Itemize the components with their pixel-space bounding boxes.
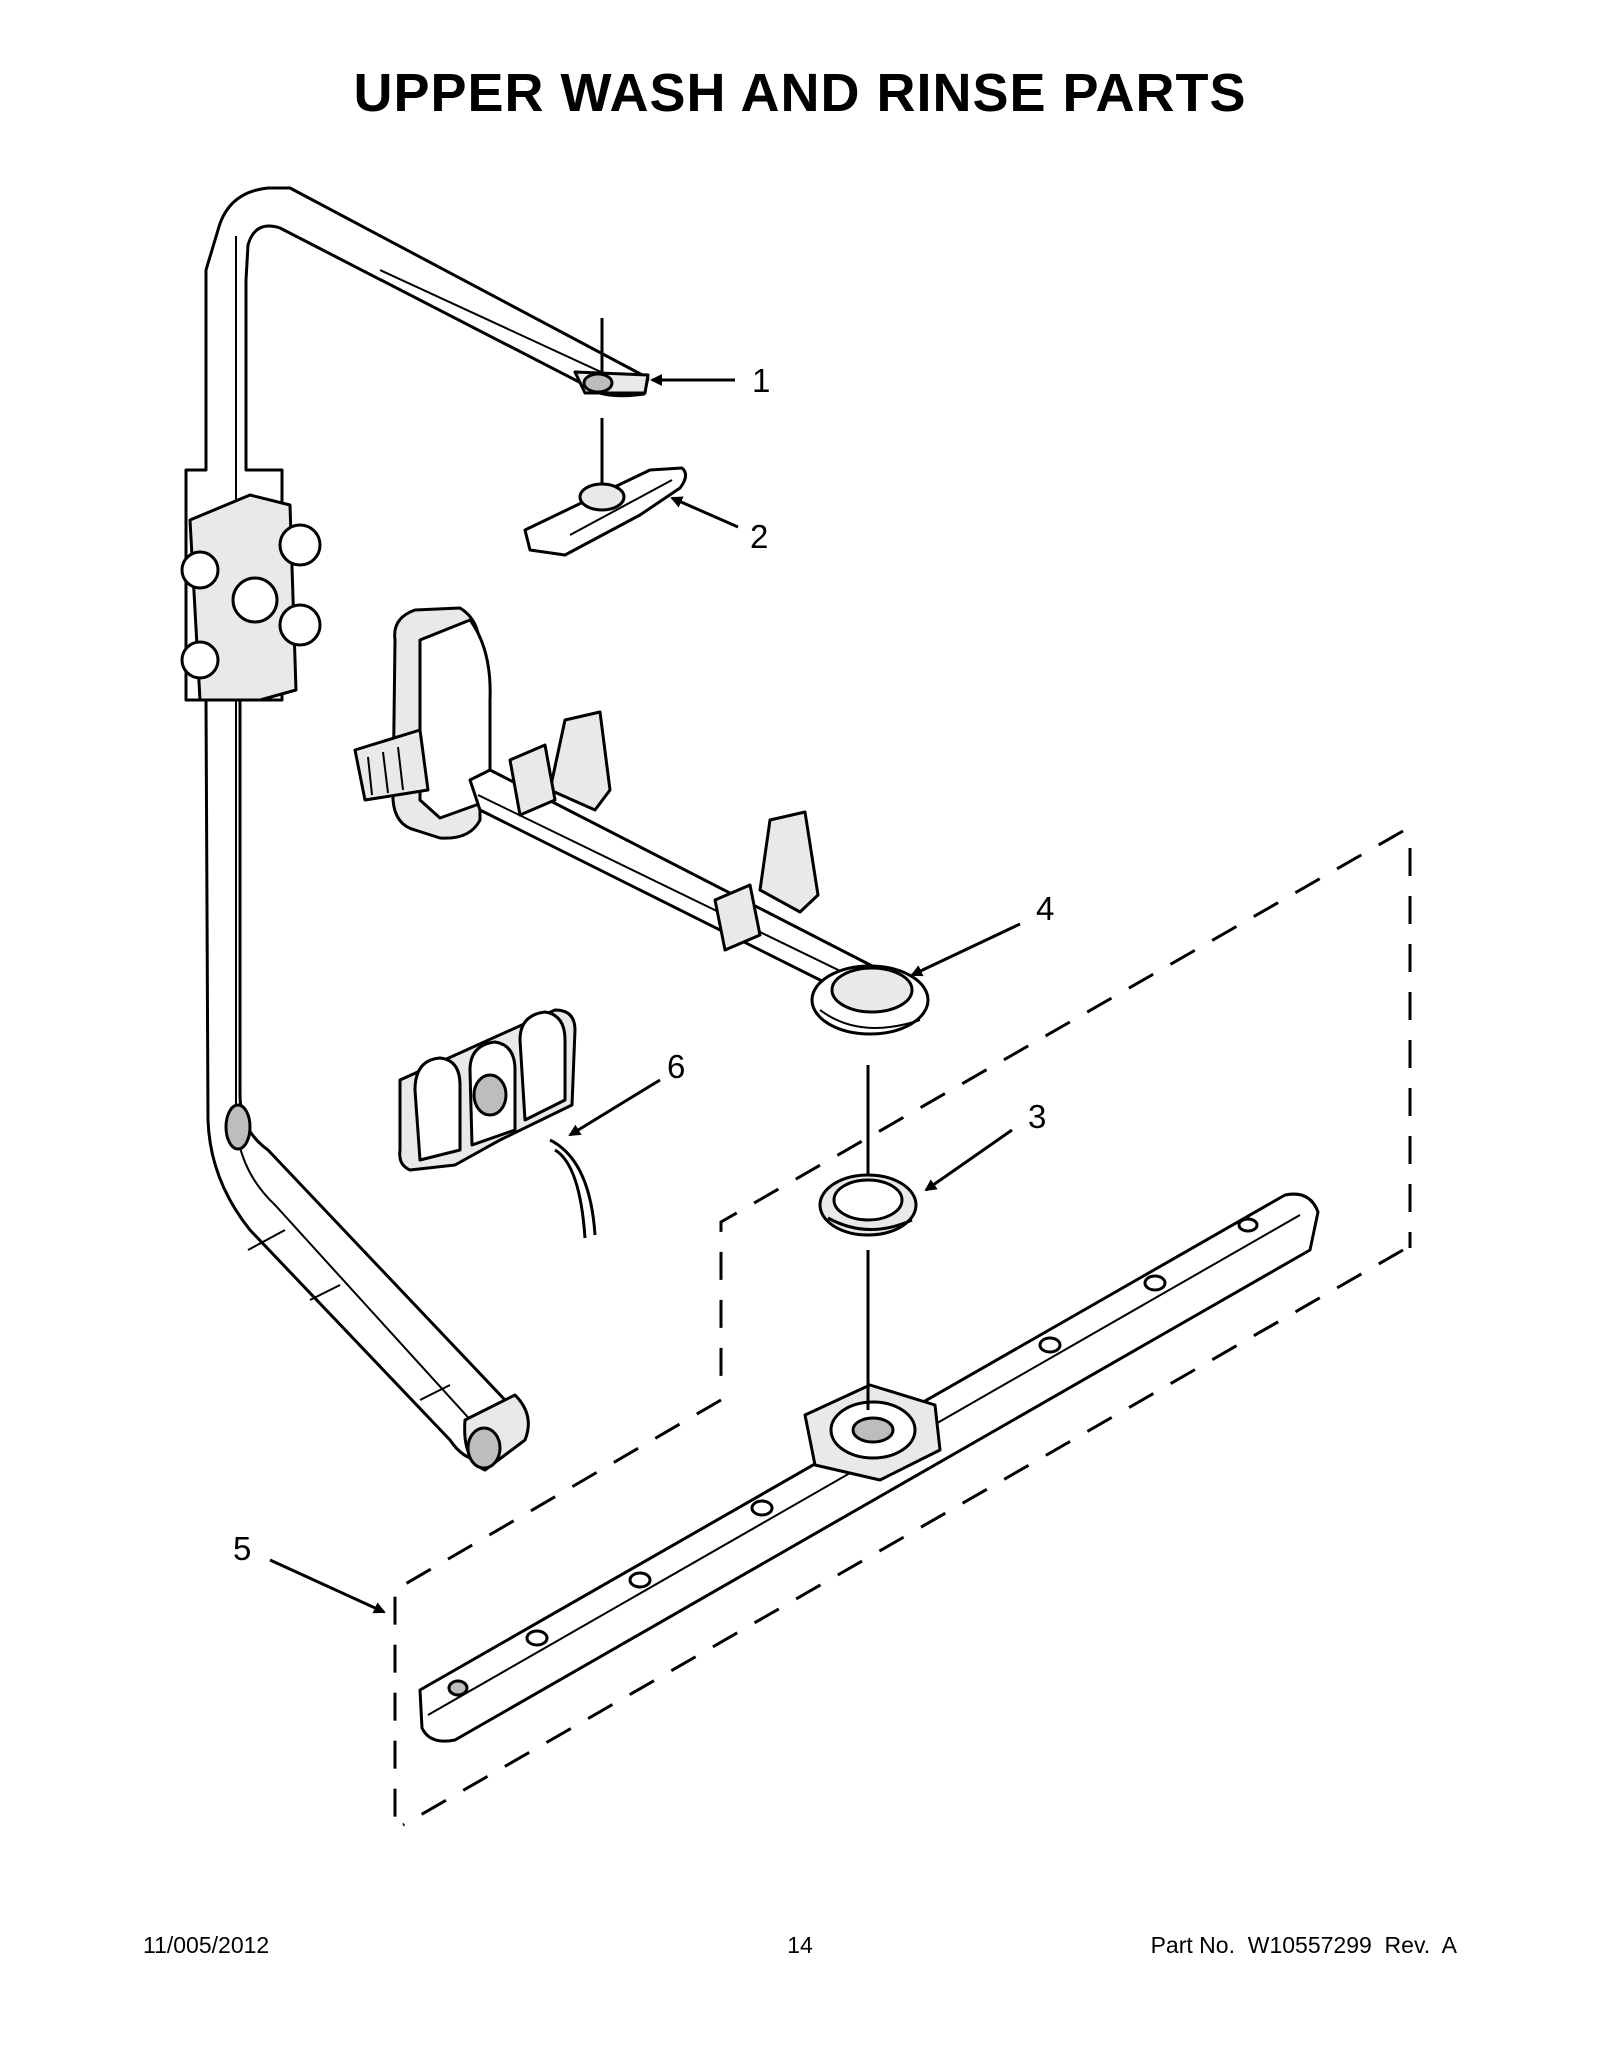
callout-2: 2 [750,518,768,555]
spray-arm [418,1192,1320,1743]
supply-tube [180,186,650,1472]
assembly-centerlines [600,318,870,1410]
callout-1: 1 [752,362,770,399]
callout-4: 4 [1036,890,1054,927]
footer-part-number: Part No. W10557299 Rev. A [1150,1932,1457,1958]
fan-deflector [398,1008,597,1239]
footer-page-number: 14 [787,1932,813,1958]
footer-date: 11/005/2012 [143,1932,270,1958]
callout-5: 5 [233,1530,251,1567]
upper-spray-nozzle [523,466,687,557]
callout-3: 3 [1028,1098,1046,1135]
assembly-outline-dashed [393,829,1412,1830]
seal-ring [818,1173,918,1237]
leader-arrows [269,374,1021,1614]
callout-6: 6 [667,1048,685,1085]
upper-spray-manifold [353,606,930,1036]
page-title: UPPER WASH AND RINSE PARTS [353,63,1247,123]
